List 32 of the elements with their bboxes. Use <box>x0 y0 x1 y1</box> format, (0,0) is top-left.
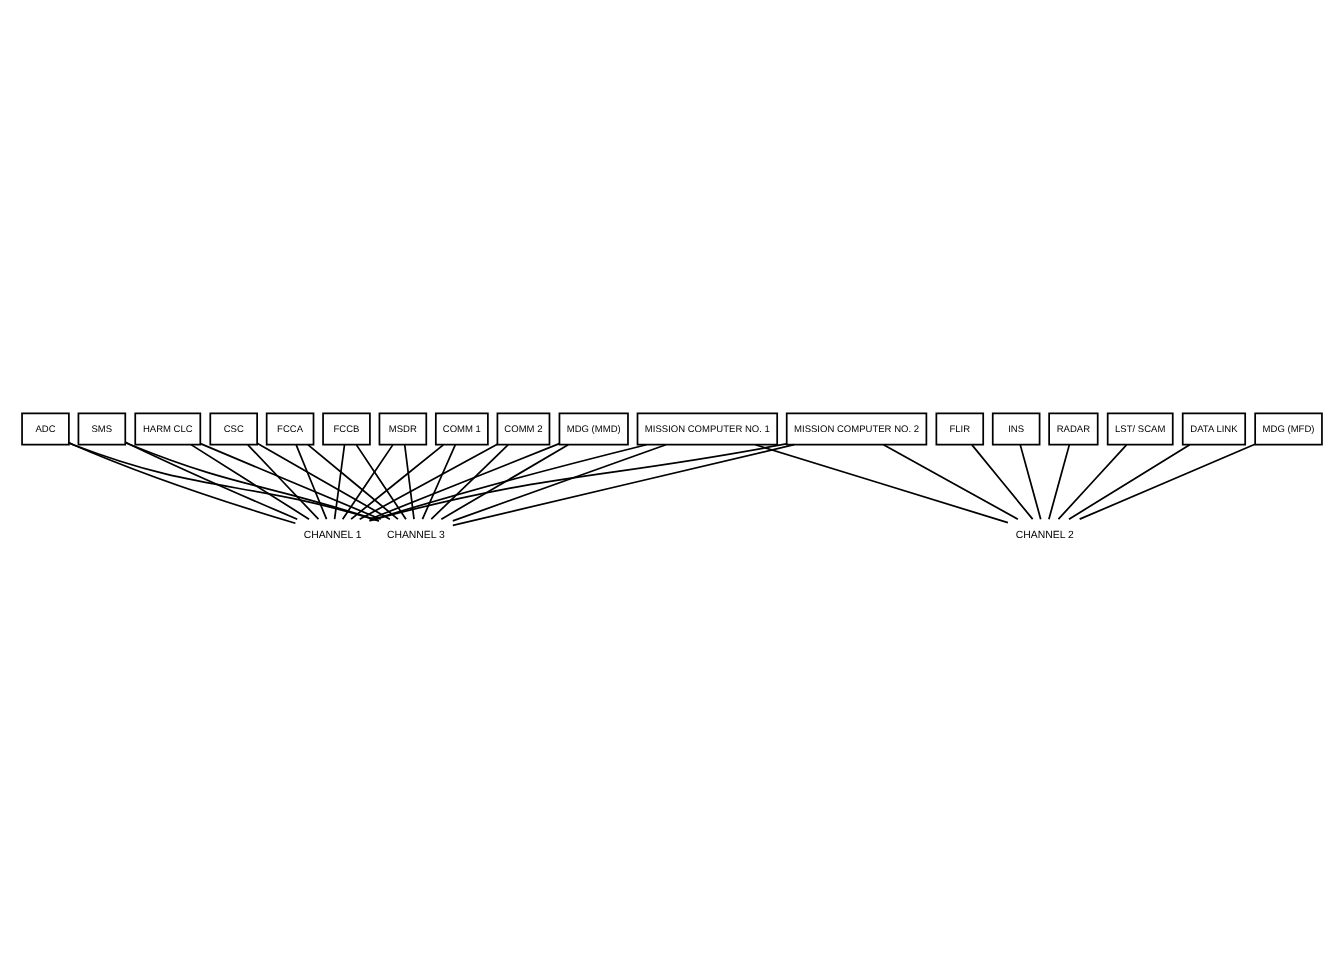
connector <box>124 441 299 521</box>
connector <box>1019 444 1042 521</box>
connector <box>971 444 1034 521</box>
connector <box>451 443 795 527</box>
connector <box>199 442 382 521</box>
connector <box>341 444 394 521</box>
connector <box>1078 443 1256 521</box>
connector <box>124 441 380 522</box>
connector <box>754 443 1009 524</box>
connector <box>355 444 407 521</box>
connector <box>247 444 320 521</box>
connector <box>440 444 570 521</box>
connector <box>1057 444 1128 521</box>
connector <box>368 442 788 522</box>
connector <box>403 444 415 521</box>
connector <box>190 444 310 521</box>
connector <box>68 442 380 522</box>
connector <box>882 444 1019 521</box>
connector <box>368 442 561 521</box>
connector <box>1048 444 1071 521</box>
connector <box>358 443 499 521</box>
connector <box>350 444 445 521</box>
connector <box>295 444 328 521</box>
connector <box>307 444 399 521</box>
connector <box>368 443 648 522</box>
connector <box>1068 444 1191 521</box>
connector <box>333 444 346 521</box>
connector <box>256 442 391 521</box>
connector <box>421 444 457 521</box>
connector <box>430 444 509 521</box>
connector <box>451 443 667 522</box>
connector <box>68 441 297 525</box>
